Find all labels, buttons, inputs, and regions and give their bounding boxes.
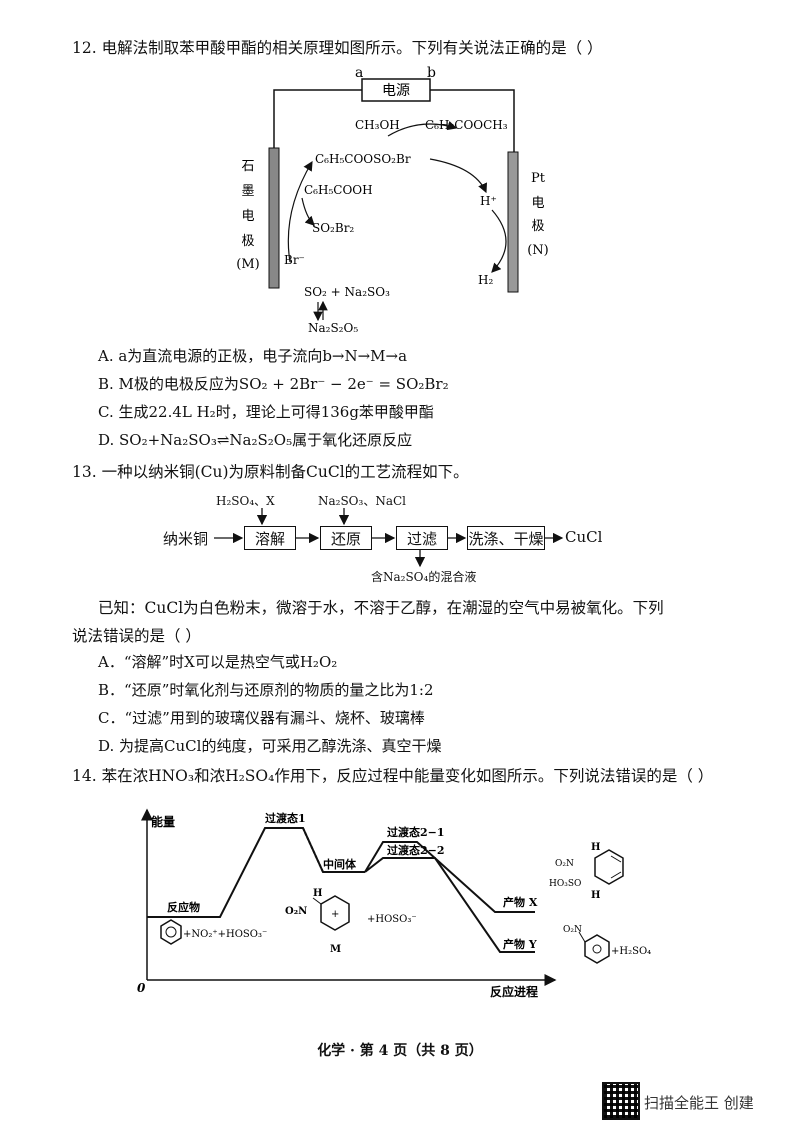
product-x-h-bottom: H — [591, 890, 600, 901]
svg-text:(N): (N) — [527, 243, 549, 258]
q13-option-a: A．“溶解”时X可以是热空气或H₂O₂ — [98, 653, 338, 671]
hplus-to-h2-arrow — [491, 209, 507, 273]
flow-step-wash-dry: 洗涤、干燥 — [467, 526, 545, 550]
q12-option-b: B. M极的电极反应为SO₂ + 2Br⁻ − 2e⁻ = SO₂Br₂ — [98, 375, 449, 393]
pt-electrode-n — [507, 151, 519, 293]
ch3oh-to-ester-arrow — [387, 120, 458, 137]
acid-arrow — [301, 197, 315, 226]
ts21-label: 过渡态2−1 — [387, 825, 445, 839]
na2s2o5-label: Na₂S₂O₅ — [308, 321, 358, 335]
h-plus-label: H⁺ — [480, 194, 497, 208]
power-source-box — [361, 78, 431, 102]
svg-text:墨: 墨 — [241, 184, 254, 199]
br-to-intermediate-arrow — [287, 160, 313, 263]
svg-text:极: 极 — [531, 219, 544, 234]
q13-option-b: B．“还原”时氧化剂与还原剂的物质的量之比为1:2 — [98, 681, 434, 699]
intermediate-m-label: M — [330, 944, 341, 955]
svg-text:极: 极 — [241, 234, 254, 249]
right-wire — [430, 89, 515, 155]
flow-step-dissolve: 溶解 — [244, 526, 296, 550]
q12-option-a: A. a为直流电源的正极，电子流向b→N→M→a — [98, 347, 408, 365]
q13-stem: 13. 一种以纳米铜(Cu)为原料制备CuCl的工艺流程如下。 — [72, 463, 469, 481]
h2-label: H₂ — [478, 273, 493, 287]
intermediate-h: H — [313, 888, 322, 899]
intermediate-m-icon: + — [312, 895, 350, 931]
ts22-label: 过渡态2−2 — [387, 843, 445, 857]
product-x-icon — [594, 849, 624, 885]
product-y-label: 产物 Y — [503, 937, 537, 951]
product-y-extra: +H₂SO₄ — [611, 946, 651, 957]
reactant-benzene-icon — [160, 919, 182, 945]
profile-path-1 — [147, 827, 365, 918]
terminal-b: b — [427, 65, 436, 81]
energy-axis-label: 能量 — [151, 814, 175, 829]
q14-energy-diagram: 能量 反应进程 0 反应物 过渡态1 中间体 过渡态2−1 过渡态2−2 产物 … — [137, 808, 651, 999]
intermediate-extra: +HOSO₃⁻ — [367, 914, 417, 925]
svg-text:石: 石 — [241, 159, 254, 174]
bromide-label: Br⁻ — [284, 253, 305, 267]
flow-step-filter: 过滤 — [396, 526, 448, 550]
svg-text:(M): (M) — [236, 257, 259, 272]
q13-option-d: D. 为提高CuCl的纯度，可采用乙醇洗涤、真空干燥 — [98, 737, 442, 755]
intermediate-o2n: O₂N — [285, 906, 307, 917]
page-footer: 化学 · 第 4 页（共 8 页） — [317, 1043, 483, 1059]
terminal-a: a — [355, 65, 363, 81]
product-y-icon — [578, 931, 610, 964]
q12-electrolysis-diagram: 电源 a b 石 墨 电 极 (M) Pt 电 极 (N) CH₃OH C₆H₅… — [236, 65, 549, 335]
benzoic-acid-label: C₆H₅COOH — [304, 183, 373, 197]
product-x-oso3h: HO₃SO — [549, 879, 581, 889]
svg-text:Pt: Pt — [531, 171, 546, 186]
svg-text:电: 电 — [241, 209, 254, 224]
reactant-formula: +NO₂⁺+HOSO₃⁻ — [183, 929, 267, 940]
profile-path-x — [364, 841, 535, 913]
product-x-label: 产物 X — [503, 895, 538, 909]
product-x-no2: O₂N — [555, 859, 574, 869]
scanner-watermark: 扫描全能王 创建 — [644, 1094, 754, 1112]
so2br2-label: SO₂Br₂ — [312, 221, 354, 235]
q12-stem: 12. 电解法制取苯甲酸甲酯的相关原理如图所示。下列有关说法正确的是（ ） — [72, 39, 603, 57]
filtrate-label: 含Na₂SO₄的混合液 — [371, 570, 477, 584]
progress-axis-label: 反应进程 — [490, 984, 538, 999]
qr-code-icon — [602, 1082, 640, 1120]
reactant-label: 反应物 — [167, 900, 200, 914]
ts1-label: 过渡态1 — [265, 811, 306, 825]
profile-path-y — [364, 857, 535, 953]
svg-text:+: + — [331, 909, 339, 920]
q12-option-c: C. 生成22.4L H₂时，理论上可得136g苯甲酸甲酯 — [98, 403, 434, 421]
methyl-benzoate-label: C₆H₅COOCH₃ — [425, 118, 508, 132]
q13-known-line1: 已知：CuCl为白色粉末，微溶于水，不溶于乙醇，在潮湿的空气中易被氧化。下列 — [98, 599, 664, 617]
ch3oh-label: CH₃OH — [355, 118, 400, 132]
q13-known-line2: 说法错误的是（ ） — [72, 627, 201, 645]
flow-step-reduce: 还原 — [320, 526, 372, 550]
right-electrode-label: Pt 电 极 (N) — [527, 171, 549, 258]
reagent-dissolve: H₂SO₄、X — [216, 494, 275, 508]
q12-option-d: D. SO₂+Na₂SO₃⇌Na₂S₂O₅属于氧化还原反应 — [98, 431, 413, 449]
to-hplus-arrow — [429, 158, 488, 194]
q13-option-c: C．“过滤”用到的玻璃仪器有漏斗、烧杯、玻璃棒 — [98, 709, 425, 727]
intermediate-label: C₆H₅COOSO₂Br — [315, 152, 411, 166]
q14-stem: 14. 苯在浓HNO₃和浓H₂SO₄作用下，反应过程中能量变化如图所示。下列说法… — [72, 767, 714, 785]
reagent-reduce: Na₂SO₃、NaCl — [318, 494, 407, 508]
flow-end: CuCl — [565, 528, 603, 546]
so2-na2so3-label: SO₂ + Na₂SO₃ — [304, 285, 390, 299]
power-label: 电源 — [382, 83, 410, 99]
graphite-electrode-m — [268, 147, 280, 289]
flow-start: 纳米铜 — [163, 530, 209, 548]
origin-label: 0 — [137, 981, 146, 995]
svg-text:电: 电 — [531, 196, 544, 211]
product-y-no2: O₂N — [563, 925, 582, 935]
left-electrode-label: 石 墨 电 极 (M) — [236, 159, 259, 272]
product-x-h-top: H — [591, 842, 600, 853]
intermediate-label: 中间体 — [323, 857, 357, 871]
